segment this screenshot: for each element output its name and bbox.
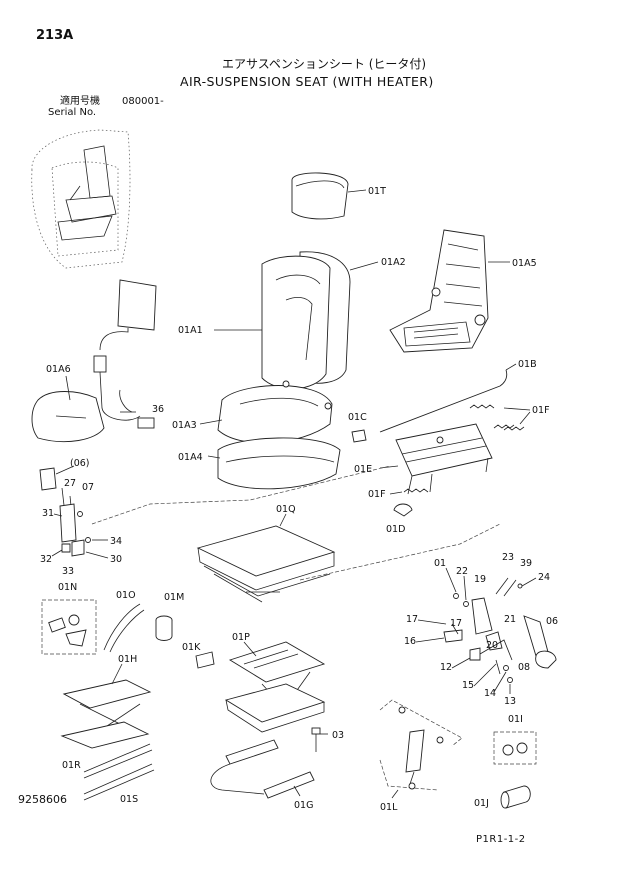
callout-01D: 01D [386, 524, 405, 535]
knob-part [393, 503, 413, 517]
callout-01R: 01R [62, 760, 81, 771]
callout-16: 16 [404, 636, 416, 647]
callout-01-right: 01 [434, 558, 446, 569]
callout-01M: 01M [164, 592, 184, 603]
callout-08: 08 [518, 662, 530, 673]
callout-01A1: 01A1 [178, 325, 203, 336]
callout-01T: 01T [368, 186, 386, 197]
callout-01E: 01E [354, 464, 372, 475]
serial-label-english: Serial No. [48, 107, 97, 118]
callout-01A3: 01A3 [172, 420, 197, 431]
bracket-part [195, 651, 215, 669]
callout-27: 27 [64, 478, 76, 489]
spring-part [403, 488, 429, 493]
callout-01A4: 01A4 [178, 452, 203, 463]
callout-01S: 01S [120, 794, 138, 805]
callout-24: 24 [538, 572, 550, 583]
bolt-part [311, 727, 321, 752]
seat-frame-part [389, 229, 489, 353]
switch-kit-part [41, 599, 97, 655]
heater-pad-part [31, 279, 157, 443]
callout-03: 03 [332, 730, 344, 741]
callout-36: 36 [152, 404, 164, 415]
callout-01Q: 01Q [276, 504, 296, 515]
callout-20: 20 [486, 640, 498, 651]
lever-rod-part [379, 369, 508, 433]
slide-rail-frame-part [395, 423, 493, 495]
headrest-part [291, 172, 349, 220]
callout-01F-top: 01F [532, 405, 550, 416]
callout-01N: 01N [58, 582, 77, 593]
assembly-reference-line [91, 465, 391, 525]
callout-01A5: 01A5 [512, 258, 537, 269]
callout-39: 39 [520, 558, 532, 569]
callout-22: 22 [456, 566, 468, 577]
callout-01C: 01C [348, 412, 367, 423]
callout-01B: 01B [518, 359, 537, 370]
backrest-part [261, 251, 351, 390]
suspension-base-part [224, 641, 326, 733]
callout-17-a: 17 [406, 614, 418, 625]
callout-21: 21 [504, 614, 516, 625]
cable-guide-part [210, 739, 315, 799]
callout-32: 32 [40, 554, 52, 565]
callout-19: 19 [474, 574, 486, 585]
callout-01A2: 01A2 [381, 257, 406, 268]
callout-01G: 01G [294, 800, 313, 811]
cover-cap-part [500, 785, 531, 809]
callout-01P: 01P [232, 632, 250, 643]
page-number: 213A [36, 28, 74, 43]
suspension-unit-part [196, 525, 336, 603]
callout-12: 12 [440, 662, 452, 673]
scissor-linkage-part [60, 679, 152, 749]
callout-07-top: 07 [82, 482, 94, 493]
page-code: P1R1-1-2 [476, 834, 526, 845]
assembly-reference-line [299, 523, 501, 581]
springs-part [469, 404, 525, 431]
callout-17-b: 17 [450, 618, 462, 629]
cables-part [83, 743, 155, 801]
callout-06-paren: (06) [70, 458, 90, 469]
clip-part [351, 429, 367, 443]
callout-34: 34 [110, 536, 122, 547]
armrest-bracket-group [39, 467, 91, 557]
callout-14: 14 [484, 688, 496, 699]
callout-13: 13 [504, 696, 516, 707]
height-adjust-lever-group [443, 577, 557, 683]
callout-01H: 01H [118, 654, 137, 665]
document-number: 9258606 [18, 793, 67, 806]
title-japanese: エアサスペンションシート (ヒータ付) [222, 57, 427, 71]
callout-01L: 01L [380, 802, 398, 813]
serial-number-value: 080001- [122, 96, 164, 107]
callout-23: 23 [502, 552, 514, 563]
shock-absorber-part [379, 699, 463, 791]
callout-01K: 01K [182, 642, 201, 653]
bushings-part [493, 731, 537, 765]
cap-part [155, 615, 173, 641]
seat-cushion-part [217, 380, 341, 490]
callout-01A6: 01A6 [46, 364, 71, 375]
callout-30: 30 [110, 554, 122, 565]
callout-33: 33 [62, 566, 74, 577]
callout-06-right: 06 [546, 616, 558, 627]
harness-part [103, 603, 145, 653]
serial-label-japanese: 適用号機 [60, 96, 100, 107]
callout-15: 15 [462, 680, 474, 691]
callout-31: 31 [42, 508, 54, 519]
title-english: AIR-SUSPENSION SEAT (WITH HEATER) [180, 74, 434, 89]
cab-location-thumbnail [31, 129, 131, 269]
callout-01F-mid: 01F [368, 489, 386, 500]
callout-01O: 01O [116, 590, 136, 601]
callout-01I: 01I [508, 714, 523, 725]
callout-01J: 01J [474, 798, 489, 809]
